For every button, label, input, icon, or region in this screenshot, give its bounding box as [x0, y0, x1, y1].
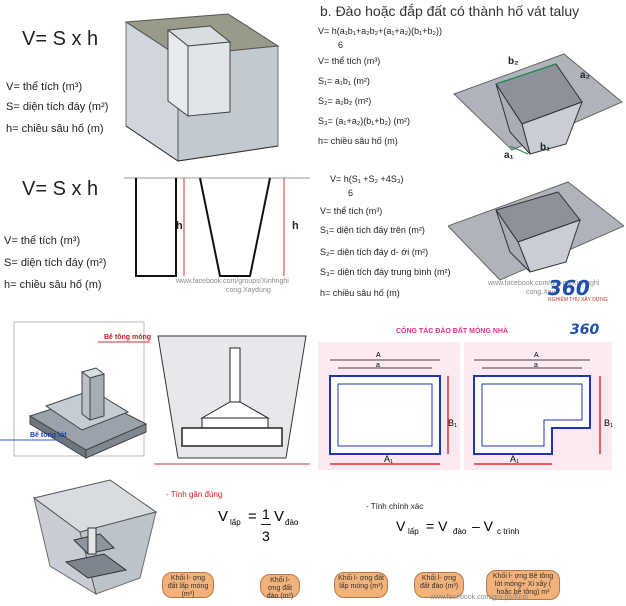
plan-rect-drawing	[329, 359, 449, 465]
approx-num: 1	[262, 506, 270, 522]
tapered-pit-3d-illustration	[453, 53, 623, 155]
def-s2: S₂= diện tích đáy d- ới (m²)	[320, 247, 429, 257]
watermark: www.facebook.com/gro-ps/Xinhnghi	[488, 280, 600, 287]
def-area: S= diện tích đáy (m²)	[6, 101, 109, 113]
panel-backfill-iso	[30, 478, 158, 604]
plan-title: CÔNG TÁC ĐÀO ĐẤT MÓNG NHÀ	[396, 328, 508, 335]
panel-excavation-plans: CÔNG TÁC ĐÀO ĐẤT MÓNG NHÀ 360 A a B₁ A₁ …	[312, 320, 626, 472]
formula-v-sxh: V= S x h	[22, 178, 99, 200]
bubble-excavation-volume: Khối l- ợng đất đào (m³)	[260, 574, 300, 600]
approx-title: - Tính gần đúng	[166, 490, 223, 499]
approx-rhs: V	[274, 508, 285, 525]
def-volume: V= thể tích (m³)	[4, 235, 81, 247]
dim-a: a	[376, 362, 380, 369]
panel-footing-iso: Bê tông móng Bê tông lót	[0, 320, 152, 470]
exact-rhs-sub: c trình	[497, 527, 520, 536]
def-area: S= diện tích đáy (m²)	[4, 257, 107, 269]
def-s3: S₃= (a₁+a₂)(b₁+b₂) (m²)	[318, 116, 410, 126]
label-a2: a₂	[580, 70, 591, 81]
bubble-excavation-volume: Khối l- ợng đất đào (m³)	[414, 572, 464, 598]
def-depth: h= chiều sâu hố (m)	[320, 288, 400, 298]
label-b2: b₂	[508, 56, 519, 67]
dim-a: a	[534, 362, 538, 369]
fraction-bar	[261, 524, 271, 525]
dim-A: A	[376, 352, 381, 359]
brand-logo-small: 360	[570, 322, 600, 338]
backfill-iso-illustration	[32, 479, 158, 596]
exact-minus: – V	[472, 518, 494, 534]
def-volume: V= thể tích (m³)	[320, 206, 383, 216]
bubble-fill-volume: Khối l- ợng đất lấp móng (m³)	[334, 572, 388, 598]
h-label-right: h	[292, 220, 299, 232]
brand-logo: 360 NGHIỆM THU XÂY DỰNG	[548, 276, 622, 306]
brand-logo-sub: NGHIỆM THU XÂY DỰNG	[548, 297, 608, 303]
approx-formula: V lấp = 1 3 V đào	[218, 506, 302, 550]
tapered-pit-3d-illustration	[448, 181, 624, 281]
bubble-structure-volume: Khối l- ợng Bê tông lót móng+ Xi xây ( h…	[486, 570, 560, 600]
h-label-left: h	[176, 220, 183, 232]
pit-cross-sections	[124, 177, 310, 277]
label-b1: b₁	[540, 142, 551, 153]
brand-logo-text: 360	[548, 276, 590, 300]
def-depth: h= chiều sâu hố (m)	[6, 123, 104, 135]
approx-eq: =	[248, 508, 257, 525]
def-volume: V= thể tích (m³)	[318, 56, 381, 66]
def-s2: S₂= a₂b₂ (m²)	[318, 96, 372, 106]
panel-exact-formula: - Tính chính xác V lấp = V đào – V c trì…	[330, 502, 606, 602]
panel-approx-formula: - Tính gần đúng V lấp = 1 3 V đào Khối l…	[162, 486, 302, 602]
watermark: www.facebook.com/groups/Xinhnghi	[176, 278, 289, 285]
approx-rhs-sub: đào	[285, 518, 299, 527]
exact-lhs: V	[396, 518, 406, 534]
panel-top-right: b. Đào hoặc đắp đất có thành hố vát talu…	[312, 0, 626, 168]
dim-A1: A₁	[384, 454, 394, 464]
approx-lhs: V	[218, 508, 229, 525]
def-s1: S₁= diện tích đáy trên (m²)	[320, 225, 425, 235]
def-depth: h= chiều sâu hố (m)	[4, 279, 102, 291]
exact-mid-sub: đào	[453, 527, 467, 536]
def-depth: h= chiều sâu hố (m)	[318, 136, 398, 146]
dim-A: A	[534, 352, 539, 359]
footing-section-illustration	[154, 335, 310, 465]
label-a1: a₁	[504, 150, 514, 161]
formula-denominator: 6	[338, 40, 344, 50]
section-title: b. Đào hoặc đắp đất có thành hố vát talu…	[320, 3, 580, 19]
dim-B1: B₁	[448, 418, 458, 428]
dim-A1: A₁	[510, 454, 520, 464]
exact-lhs-sub: lấp	[408, 527, 419, 536]
def-volume: V= thể tích (m³)	[6, 81, 83, 93]
formula-prismoidal: V= h(S₁ +S₂ +4S₃)	[330, 174, 404, 184]
watermark-2: cong.Xay	[526, 289, 556, 296]
panel-footing-section	[154, 326, 310, 472]
dim-B1: B₁	[604, 418, 614, 428]
formula-v-sxh: V= S x h	[22, 28, 99, 50]
watermark: www.facebook.com/gro-ps/Xinh	[430, 594, 529, 601]
exact-eq: = V	[426, 518, 448, 534]
label-be-tong-lot: Bê tông lót	[30, 432, 67, 439]
footing-iso-illustration	[0, 321, 150, 459]
watermark-2: cong.Xaydung	[226, 287, 271, 294]
plan-lshape-drawing	[473, 359, 601, 465]
panel-mid-right: V= h(S₁ +S₂ +4S₃) 6 V= thể tích (m³) S₁=…	[312, 168, 626, 300]
exact-formula: V lấp = V đào – V c trình	[396, 518, 596, 542]
approx-lhs-sub: lấp	[230, 518, 241, 527]
exact-title: - Tính chính xác	[366, 502, 424, 511]
label-be-tong-mong: Bê tông móng	[104, 334, 152, 341]
panel-top-left: V= S x h V= thể tích (m³) S= diện tích đ…	[0, 0, 300, 168]
formula-truncated-pyramid: V= h(a₁b₁+a₂b₂+(a₁+a₂)(b₁+b₂))	[318, 26, 442, 36]
bubble-fill-volume: Khối l- ợng đất lấp móng (m³)	[162, 572, 214, 598]
def-s3: S₃= diện tích đáy trung bình (m²)	[320, 267, 451, 277]
def-s1: S₁= a₁b₁ (m²)	[318, 76, 370, 86]
panel-mid-left: V= S x h V= thể tích (m³) S= diện tích đ…	[0, 168, 312, 298]
formula-denominator: 6	[348, 188, 354, 198]
box-pit-3d-illustration	[124, 13, 280, 162]
approx-den: 3	[262, 528, 270, 544]
